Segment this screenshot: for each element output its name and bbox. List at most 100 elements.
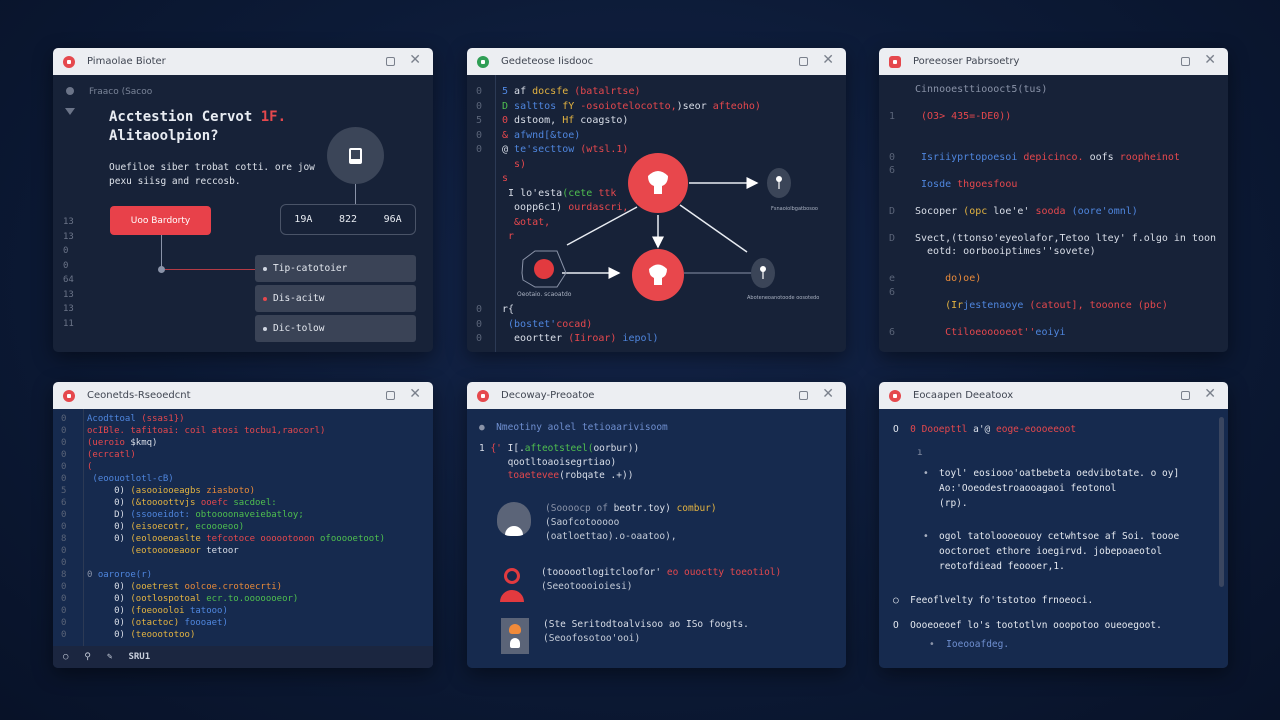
maximize-button[interactable] bbox=[1181, 57, 1190, 66]
bullet-line: Ao:'Ooeodestroaooagaoi feotonol bbox=[939, 483, 1117, 494]
line-number: 6 bbox=[889, 286, 896, 298]
edit-icon[interactable]: ✎ bbox=[107, 652, 113, 662]
title-bar[interactable]: Ceonetds-Rseoedcnt ✕ bbox=[53, 382, 433, 409]
radio-icon[interactable]: ○ bbox=[893, 595, 911, 606]
window-title: Gedeteose Iisdooc bbox=[501, 56, 594, 67]
title-bar[interactable]: Gedeteose Iisdooc ✕ bbox=[467, 48, 846, 75]
section-header-text: Nmeotiny aolel tetioaarivisoom bbox=[496, 422, 668, 433]
page-heading: Acctestion Cervot 1F. Alitaoolpion? bbox=[109, 108, 286, 146]
code-token: 0) bbox=[87, 486, 131, 496]
profile-entry[interactable]: (Ste Seritodtoalvisoo ao ISo foogts.(Seo… bbox=[497, 618, 749, 654]
connector-line-red bbox=[165, 269, 255, 270]
close-button[interactable]: ✕ bbox=[409, 386, 421, 402]
close-button[interactable]: ✕ bbox=[822, 386, 834, 402]
circle-icon[interactable]: ○ bbox=[63, 652, 69, 662]
profile-entry[interactable]: (toooootlogitcloofor' eo ouoctty toeotio… bbox=[497, 566, 781, 602]
maximize-button[interactable] bbox=[799, 57, 808, 66]
maximize-button[interactable] bbox=[386, 57, 395, 66]
headset-person-icon bbox=[497, 566, 527, 602]
line-number: 0 bbox=[61, 630, 67, 640]
maximize-button[interactable] bbox=[1181, 391, 1190, 400]
code-line: 0 0) (otactoc) foooaet) bbox=[57, 617, 423, 629]
list-item[interactable]: Dic-tolow bbox=[255, 315, 416, 342]
radio-icon[interactable]: O bbox=[893, 620, 911, 631]
code-line: toaetevee(robqate .+)) bbox=[479, 469, 836, 483]
list-item[interactable]: Dis-acitw bbox=[255, 285, 416, 312]
bullet-icon: • bbox=[923, 531, 929, 542]
window-title: Poreeoser Pabrsoetry bbox=[913, 56, 1020, 67]
gutter-divider bbox=[495, 75, 496, 352]
list-item[interactable]: Tip-catotoier bbox=[255, 255, 416, 282]
code-token: fY bbox=[562, 100, 581, 112]
code-token: oopp6c1) bbox=[502, 202, 569, 213]
code-line: 8 0) (eolooeoaslte tefcotoce oooootooon … bbox=[57, 533, 423, 545]
code-token: ourdascri, bbox=[568, 202, 629, 213]
line-number: 0 bbox=[61, 546, 67, 556]
description-line: Ouefiloe siber trobat cotti. ore jow bbox=[109, 162, 315, 173]
code-line: 0 D) (ssooeidot: obtoooonaveiebatloy; bbox=[57, 509, 423, 521]
line-number bbox=[472, 172, 502, 187]
checklist-item[interactable]: O Oooeoeoef lo's toototlvn ooopotoo oueo… bbox=[893, 620, 1162, 631]
profile-entry[interactable]: (Soooocp of beotr.toy) combur)(Saofcotoo… bbox=[497, 502, 717, 544]
title-bar[interactable]: Poreeoser Pabrsoetry ✕ bbox=[879, 48, 1228, 75]
connector-node bbox=[158, 266, 165, 273]
code-line: 1 (O3> 435=-DE0)) bbox=[885, 110, 1218, 124]
line-number: 0 bbox=[61, 450, 67, 460]
close-button[interactable]: ✕ bbox=[822, 52, 834, 68]
close-button[interactable]: ✕ bbox=[409, 52, 421, 68]
nav-icon-home[interactable] bbox=[66, 87, 74, 95]
profile-text: (Ste Seritodtoalvisoo ao ISo foogts.(Seo… bbox=[543, 618, 749, 654]
node-label: Oeotaio. scaoatdo bbox=[517, 291, 572, 298]
code-token: ( bbox=[87, 462, 93, 472]
code-token: $kmq) bbox=[130, 438, 158, 448]
code-token: (asooiooeagbs bbox=[130, 486, 207, 496]
window-dependency-graph: Gedeteose Iisdooc ✕ Oeotaio. scaoatdo Fs… bbox=[467, 48, 846, 352]
code-token: Ctiloeooooeot'' bbox=[945, 327, 1036, 338]
status-bar: ○ ⚲ ✎ SRU1 bbox=[53, 646, 433, 668]
profile-line: (oatloettao).o-oaatoo), bbox=[545, 531, 677, 542]
checklist-item[interactable]: ○ Feeoflvelty fo'tstotoo frnoeoci. bbox=[893, 595, 1093, 606]
title-bar[interactable]: Eocaapen Deeatoox ✕ bbox=[879, 382, 1228, 409]
line-number: 0 bbox=[476, 86, 483, 97]
code-token: (ecrcatl) bbox=[87, 450, 136, 460]
close-button[interactable]: ✕ bbox=[1204, 52, 1216, 68]
line-number: e bbox=[889, 273, 896, 284]
service-icon bbox=[649, 264, 667, 285]
code-line: s) bbox=[472, 158, 761, 173]
radio-icon[interactable]: O bbox=[893, 424, 911, 435]
close-button[interactable]: ✕ bbox=[1204, 386, 1216, 402]
profile-text: (toooootlogitcloofor' eo ouoctty toeotio… bbox=[541, 566, 781, 602]
primary-action-button[interactable]: Uoo Bardorty bbox=[110, 206, 211, 235]
code-line: 0 Isriiyprtopoesoi depicinco. oofs rooph… bbox=[885, 151, 1218, 165]
code-line: eotd: oorbooiptimes''sovete) bbox=[885, 245, 1218, 259]
code-token: 1 bbox=[479, 443, 491, 454]
line-number: 0 bbox=[61, 426, 67, 436]
line-number: 0 bbox=[476, 144, 483, 155]
code-token: ziasboto) bbox=[206, 486, 255, 496]
scrollbar[interactable] bbox=[1219, 417, 1224, 587]
code-token: tooonce (pbc) bbox=[1089, 300, 1168, 311]
line-number: 0 bbox=[476, 304, 483, 315]
search-icon[interactable]: ⚲ bbox=[84, 652, 92, 662]
code-token: jestenaoye bbox=[963, 300, 1030, 311]
lamp-base bbox=[510, 638, 520, 648]
nav-icon-filter[interactable] bbox=[65, 108, 75, 115]
code-token: loe'e' bbox=[993, 205, 1036, 217]
maximize-button[interactable] bbox=[386, 391, 395, 400]
title-bar[interactable]: Decoway-Preoatoe ✕ bbox=[467, 382, 846, 409]
code-token: te'secttow bbox=[514, 144, 581, 155]
code-token: oooootooon bbox=[260, 534, 321, 544]
code-editor[interactable]: Cinnooesttioooct5(tus)1 (O3> 435=-DE0))0… bbox=[885, 83, 1218, 340]
status-text: SRU1 bbox=[128, 652, 151, 662]
code-token: Acodttoal bbox=[87, 414, 142, 424]
title-bar[interactable]: Pimaolae Bioter ✕ bbox=[53, 48, 433, 75]
window-title: Eocaapen Deeatoox bbox=[913, 390, 1014, 401]
description-line: pexu siisg and reccosb. bbox=[109, 176, 241, 187]
code-snippet[interactable]: 1 {' I[.afteotsteel(oorbur)) qootltoaois… bbox=[479, 442, 836, 483]
maximize-button[interactable] bbox=[799, 391, 808, 400]
